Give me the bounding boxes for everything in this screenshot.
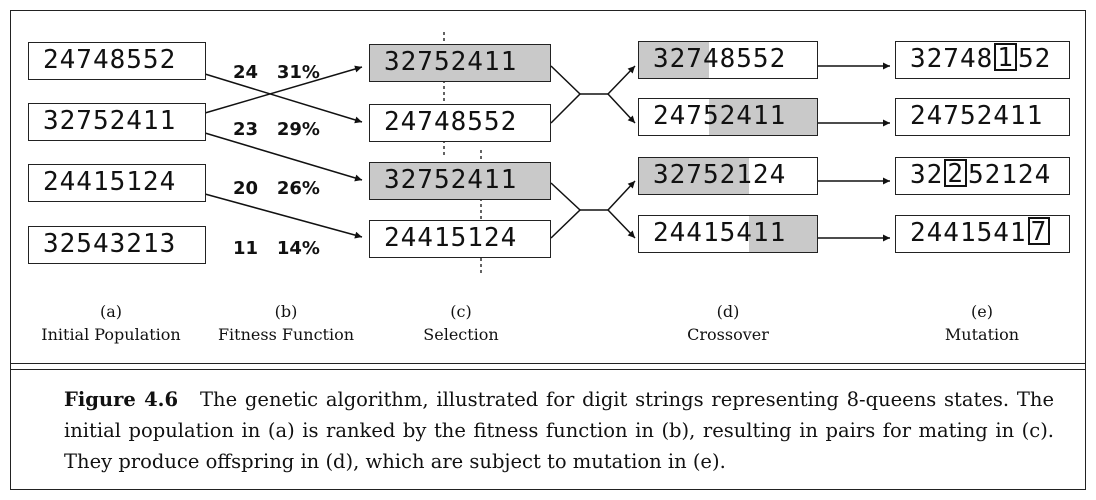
parent-segment-shade xyxy=(639,158,749,194)
fitness-percent: 31% xyxy=(276,62,320,83)
select-arrow-3 xyxy=(204,132,363,182)
column-label-crossover: (d)Crossover xyxy=(687,302,769,344)
mutated-digit: 1 xyxy=(994,43,1017,71)
caption-text: The genetic algorithm, illustrated for d… xyxy=(64,388,1054,473)
fitness-row-3: 20 26% xyxy=(233,178,320,199)
fitness-row-4: 11 14% xyxy=(233,238,320,259)
parent-segment-shade xyxy=(749,216,817,252)
pair1-child-arrow-2 xyxy=(607,93,636,124)
figure-frame xyxy=(10,10,1086,490)
column-label-initial-population: (a)Initial Population xyxy=(41,302,181,344)
pair1-merge xyxy=(550,65,582,124)
fitness-score: 11 xyxy=(233,238,259,259)
selected-string-4: 24415124 xyxy=(369,220,551,258)
mutated-digit: 7 xyxy=(1027,217,1051,245)
column-label-selection: (c)Selection xyxy=(423,302,499,344)
fitness-percent: 26% xyxy=(276,178,320,199)
pair2-child-arrow-2 xyxy=(607,209,636,239)
fitness-percent: 29% xyxy=(276,119,320,140)
fitness-score: 23 xyxy=(233,119,259,140)
population-string-4: 32543213 xyxy=(28,226,206,264)
parent-segment-shade xyxy=(639,42,709,78)
population-string-2: 32752411 xyxy=(28,103,206,141)
figure-number: Figure 4.6 xyxy=(64,388,179,411)
population-string-3: 24415124 xyxy=(28,164,206,202)
offspring-string-3: 32752124 xyxy=(638,157,818,195)
pair2-merge xyxy=(550,182,582,239)
mutated-string-2: 24752411 xyxy=(895,98,1070,136)
select-arrow-1 xyxy=(204,73,363,124)
pair2-child-arrow-1 xyxy=(607,180,636,211)
offspring-string-2: 24752411 xyxy=(638,98,818,136)
parent-segment-shade xyxy=(709,99,817,135)
caption-divider-top xyxy=(10,363,1086,364)
offspring-string-1: 32748552 xyxy=(638,41,818,79)
caption-divider-bottom xyxy=(10,369,1086,370)
fitness-percent: 14% xyxy=(276,238,320,259)
column-label-fitness-function: (b)Fitness Function xyxy=(217,302,355,344)
select-arrow-2 xyxy=(204,65,363,114)
pair1-child-arrow-1 xyxy=(607,65,636,95)
fitness-score: 20 xyxy=(233,178,259,199)
selected-string-1: 32752411 xyxy=(369,44,551,82)
selected-string-3: 32752411 xyxy=(369,162,551,200)
selected-string-2: 24748552 xyxy=(369,104,551,142)
mutated-digit: 2 xyxy=(944,159,967,187)
column-label-mutation: (e)Mutation xyxy=(944,302,1020,344)
offspring-string-4: 24415411 xyxy=(638,215,818,253)
population-string-1: 24748552 xyxy=(28,42,206,80)
fitness-row-2: 23 29% xyxy=(233,119,320,140)
select-arrow-4 xyxy=(204,193,363,239)
fitness-row-1: 24 31% xyxy=(233,62,320,83)
fitness-score: 24 xyxy=(233,62,259,83)
